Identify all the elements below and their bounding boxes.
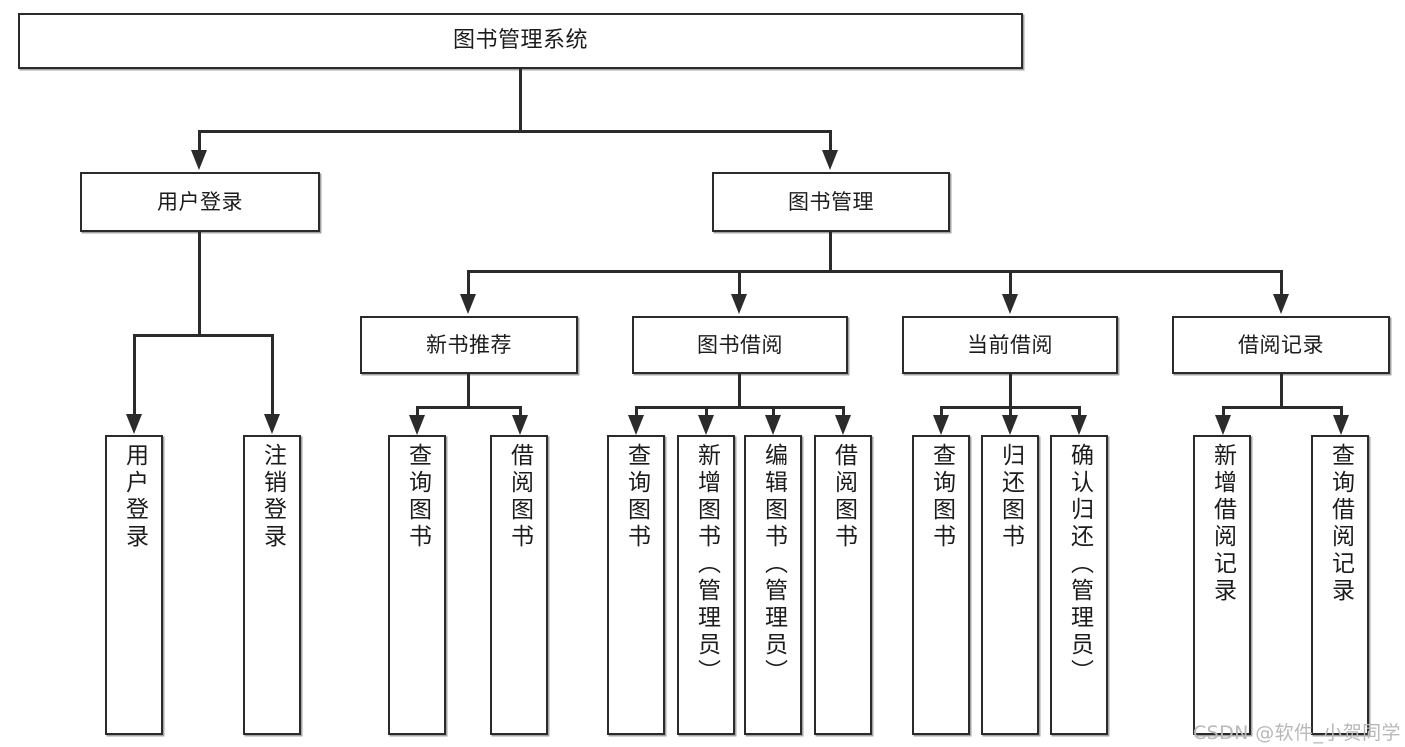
connector-root-stem — [519, 69, 522, 131]
node-user-login[interactable]: 用户登录 — [80, 172, 320, 232]
connector-drop-leaf-user-login — [133, 334, 136, 416]
arrow-to-bb-leaf-4 — [835, 415, 851, 435]
leaf-label: 借阅图书 — [506, 443, 533, 551]
leaf-label: 新增图书（管理员） — [693, 443, 720, 686]
arrow-to-new-book-recommend — [460, 294, 476, 314]
node-book-borrow[interactable]: 图书借阅 — [632, 316, 848, 374]
leaf-add-borrow-record[interactable]: 新增借阅记录 — [1193, 435, 1251, 735]
node-label: 图书管理系统 — [452, 28, 588, 54]
arrow-to-br-leaf-1 — [1215, 415, 1231, 435]
arrow-to-leaf-user-login — [126, 414, 142, 434]
node-label: 图书借阅 — [697, 332, 783, 357]
leaf-query-book-current[interactable]: 查询图书 — [912, 435, 970, 735]
arrow-to-br-leaf-2 — [1333, 415, 1349, 435]
connector-book-borrow-stem — [738, 374, 741, 408]
connector-drop-cb-leaf-1 — [940, 406, 943, 418]
leaf-label: 用户登录 — [121, 443, 148, 551]
leaf-query-book-recommend[interactable]: 查询图书 — [388, 435, 446, 735]
connector-borrow-record-stem — [1280, 374, 1283, 408]
connector-new-book-stem — [467, 374, 470, 408]
node-label: 新书推荐 — [426, 332, 512, 357]
connector-drop-br-leaf-1 — [1222, 406, 1225, 418]
leaf-label: 查询图书 — [623, 443, 650, 551]
leaf-confirm-return-admin[interactable]: 确认归还（管理员） — [1050, 435, 1108, 735]
connector-user-login-bus — [133, 334, 271, 337]
leaf-label: 编辑图书（管理员） — [760, 443, 787, 686]
node-current-borrow[interactable]: 当前借阅 — [902, 316, 1118, 374]
arrow-to-user-login — [191, 150, 207, 170]
leaf-label: 查询借阅记录 — [1327, 443, 1354, 605]
connector-drop-cb-leaf-2 — [1009, 406, 1012, 418]
arrow-to-borrow-record — [1273, 294, 1289, 314]
leaf-label: 借阅图书 — [830, 443, 857, 551]
connector-user-login-stem — [198, 232, 201, 336]
connector-drop-leaf-logout — [271, 334, 274, 416]
arrow-to-book-management — [822, 150, 838, 170]
arrow-to-nb-leaf-1 — [409, 415, 425, 435]
connector-drop-book-management — [829, 130, 832, 152]
connector-level3-bus — [467, 270, 1281, 273]
arrow-to-cb-leaf-2 — [1002, 415, 1018, 435]
arrow-to-cb-leaf-3 — [1071, 415, 1087, 435]
connector-drop-bb-leaf-4 — [842, 406, 845, 418]
leaf-label: 确认归还（管理员） — [1066, 443, 1093, 686]
connector-new-book-bus — [416, 406, 519, 409]
arrow-to-cb-leaf-1 — [933, 415, 949, 435]
connector-book-management-stem — [829, 232, 832, 272]
connector-borrow-record-bus — [1222, 406, 1340, 409]
arrow-to-bb-leaf-2 — [698, 415, 714, 435]
connector-drop-current-borrow — [1009, 270, 1012, 296]
node-new-book-recommend[interactable]: 新书推荐 — [360, 316, 578, 374]
node-label: 借阅记录 — [1238, 332, 1324, 357]
node-borrow-record[interactable]: 借阅记录 — [1172, 316, 1390, 374]
connector-drop-nb-leaf-1 — [416, 406, 419, 418]
arrow-to-bb-leaf-1 — [628, 415, 644, 435]
leaf-return-book[interactable]: 归还图书 — [981, 435, 1039, 735]
connector-drop-user-login — [198, 130, 201, 152]
node-label: 图书管理 — [788, 189, 874, 214]
leaf-label: 归还图书 — [997, 443, 1024, 551]
connector-drop-bb-leaf-1 — [635, 406, 638, 418]
node-label: 用户登录 — [157, 189, 243, 214]
arrow-to-book-borrow — [731, 294, 747, 314]
leaf-add-book-admin[interactable]: 新增图书（管理员） — [677, 435, 735, 735]
connector-drop-borrow-record — [1280, 270, 1283, 296]
leaf-label: 查询图书 — [404, 443, 431, 551]
connector-drop-book-borrow — [738, 270, 741, 296]
arrow-to-nb-leaf-2 — [512, 415, 528, 435]
connector-current-borrow-stem — [1009, 374, 1012, 408]
leaf-query-book-borrow[interactable]: 查询图书 — [607, 435, 665, 735]
leaf-borrow-book[interactable]: 借阅图书 — [814, 435, 872, 735]
leaf-query-borrow-record[interactable]: 查询借阅记录 — [1311, 435, 1369, 735]
connector-drop-new-book — [467, 270, 470, 296]
connector-level2-bus — [198, 130, 831, 133]
connector-drop-nb-leaf-2 — [519, 406, 522, 418]
leaf-borrow-book-recommend[interactable]: 借阅图书 — [490, 435, 548, 735]
arrow-to-current-borrow — [1002, 294, 1018, 314]
node-book-management[interactable]: 图书管理 — [712, 172, 950, 232]
leaf-label: 注销登录 — [259, 443, 286, 551]
leaf-edit-book-admin[interactable]: 编辑图书（管理员） — [744, 435, 802, 735]
connector-drop-bb-leaf-3 — [772, 406, 775, 418]
leaf-logout[interactable]: 注销登录 — [243, 435, 301, 735]
leaf-user-login[interactable]: 用户登录 — [105, 435, 163, 735]
connector-drop-br-leaf-2 — [1340, 406, 1343, 418]
arrow-to-bb-leaf-3 — [765, 415, 781, 435]
node-label: 当前借阅 — [967, 332, 1053, 357]
arrow-to-leaf-logout — [264, 414, 280, 434]
connector-drop-cb-leaf-3 — [1078, 406, 1081, 418]
connector-book-borrow-bus — [635, 406, 844, 409]
connector-drop-bb-leaf-2 — [705, 406, 708, 418]
leaf-label: 查询图书 — [928, 443, 955, 551]
node-book-management-system[interactable]: 图书管理系统 — [18, 13, 1023, 69]
leaf-label: 新增借阅记录 — [1209, 443, 1236, 605]
